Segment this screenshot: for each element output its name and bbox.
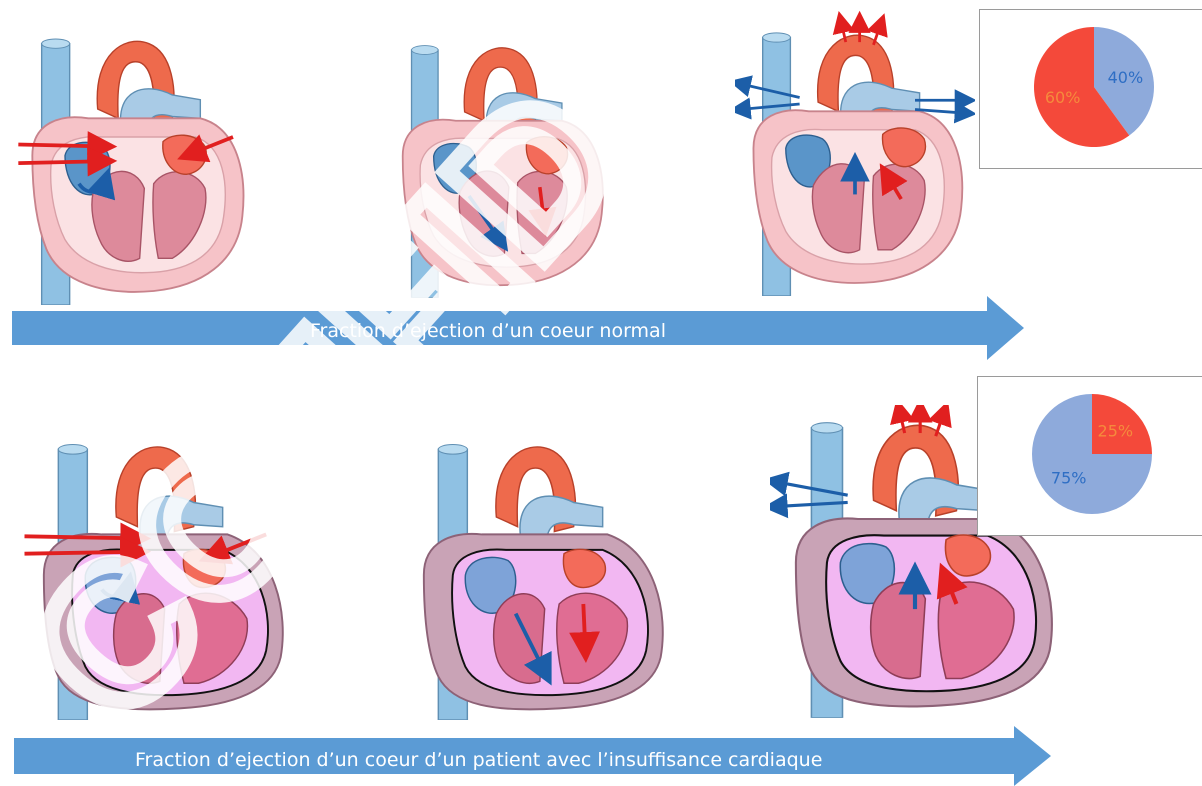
heart-normal-ejection-illustration xyxy=(735,10,975,305)
failing-heart-label: Fraction d’ejection d’un coeur d’un pati… xyxy=(135,749,822,771)
failing-ejection-pie: 25% 75% xyxy=(978,377,1202,535)
heart-failing-filling-illustration xyxy=(10,430,300,720)
normal-heart-label: Fraction d’ejection d’un coeur normal xyxy=(310,320,666,342)
heart-failing-mid-illustration xyxy=(395,430,675,720)
failing-ejection-pie-box: 25% 75% xyxy=(977,376,1202,536)
pie-label-75: 75% xyxy=(1051,468,1087,487)
normal-ejection-pie-box: 40% 60% xyxy=(979,9,1202,169)
pie-label-60: 60% xyxy=(1045,88,1081,107)
heart-normal-filling-illustration xyxy=(5,25,265,305)
pie-label-25: 25% xyxy=(1098,422,1134,441)
heart-normal-mid-illustration xyxy=(385,25,615,305)
pie-label-40: 40% xyxy=(1108,68,1144,87)
normal-ejection-pie: 40% 60% xyxy=(980,10,1202,168)
